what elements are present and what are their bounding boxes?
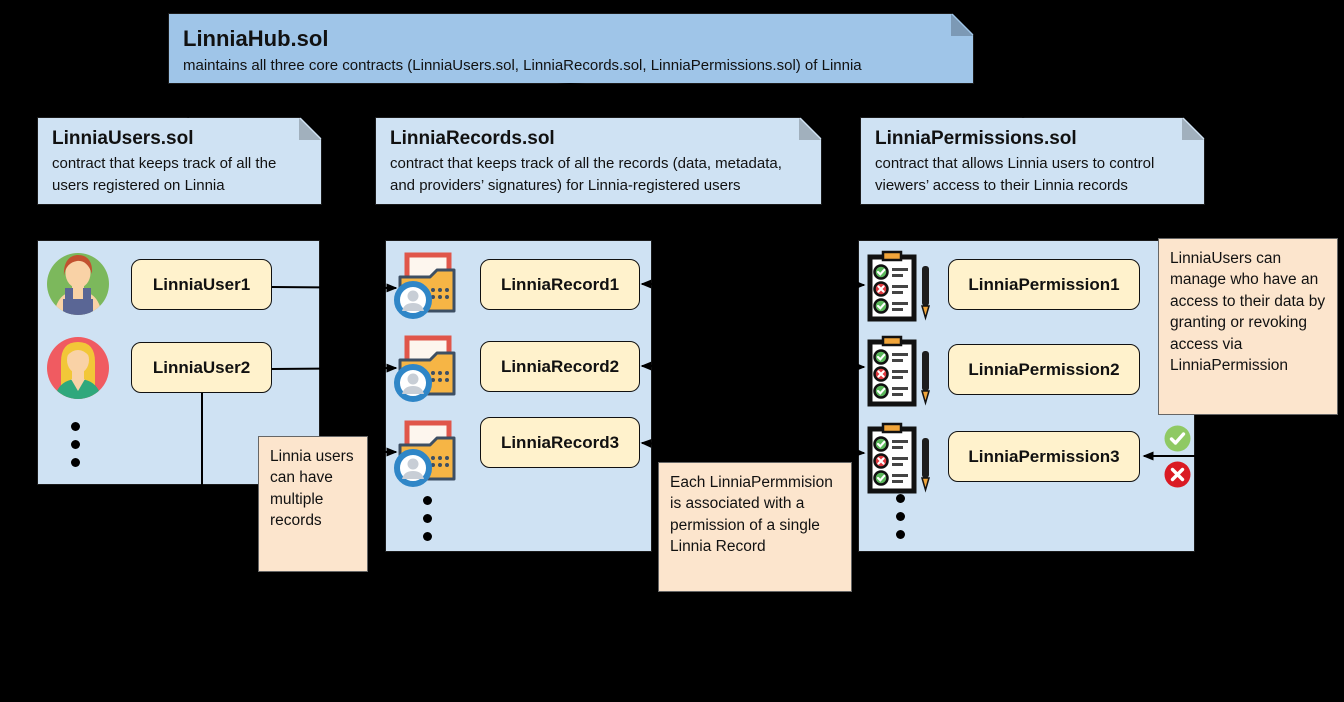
female-user-avatar-icon: [47, 337, 109, 399]
permission-checklist-icon: [867, 422, 930, 494]
permission-chip-1: LinniaPermission1: [948, 259, 1140, 310]
permission-chip-3: LinniaPermission3: [948, 431, 1140, 482]
hub-title: LinniaHub.sol: [183, 26, 329, 51]
manage-access-note: LinniaUsers can manage who have an acces…: [1158, 238, 1338, 415]
permissions-contract-card: LinniaPermissions.sol contract that allo…: [860, 117, 1205, 205]
permission-chip-2: LinniaPermission2: [948, 344, 1140, 395]
records-ellipsis: [423, 496, 432, 541]
records-contract-title: LinniaRecords.sol: [390, 128, 555, 149]
permission-checklist-icon: [867, 250, 930, 322]
hub-description: maintains all three core contracts (Linn…: [183, 57, 862, 74]
permissions-ellipsis: [896, 494, 905, 539]
grant-check-icon: [1164, 425, 1191, 452]
users-contract-title: LinniaUsers.sol: [52, 128, 194, 149]
record-chip-2: LinniaRecord2: [480, 341, 640, 392]
user-chip-1: LinniaUser1: [131, 259, 272, 310]
users-contract-card: LinniaUsers.sol contract that keeps trac…: [37, 117, 322, 205]
record-chip-3: LinniaRecord3: [480, 417, 640, 468]
male-user-avatar-icon: [47, 253, 109, 315]
permissions-contract-title: LinniaPermissions.sol: [875, 128, 1077, 149]
record-chip-1: LinniaRecord1: [480, 259, 640, 310]
user-chip-2: LinniaUser2: [131, 342, 272, 393]
multiple-records-note: Linnia users can have multiple records: [258, 436, 368, 572]
record-folder-icon: [394, 420, 456, 487]
record-folder-icon: [394, 335, 456, 402]
permission-checklist-icon: [867, 335, 930, 407]
users-ellipsis: [71, 422, 80, 467]
records-contract-card: LinniaRecords.sol contract that keeps tr…: [375, 117, 822, 205]
permission-association-note: Each LinniaPermmision is associated with…: [658, 462, 852, 592]
hub-card: LinniaHub.sol maintains all three core c…: [168, 13, 974, 84]
revoke-x-icon: [1164, 461, 1191, 488]
records-contract-description: contract that keeps track of all the rec…: [390, 155, 782, 194]
record-folder-icon: [394, 252, 456, 319]
users-contract-description: contract that keeps track of all the use…: [52, 155, 277, 194]
permissions-contract-description: contract that allows Linnia users to con…: [875, 155, 1155, 194]
